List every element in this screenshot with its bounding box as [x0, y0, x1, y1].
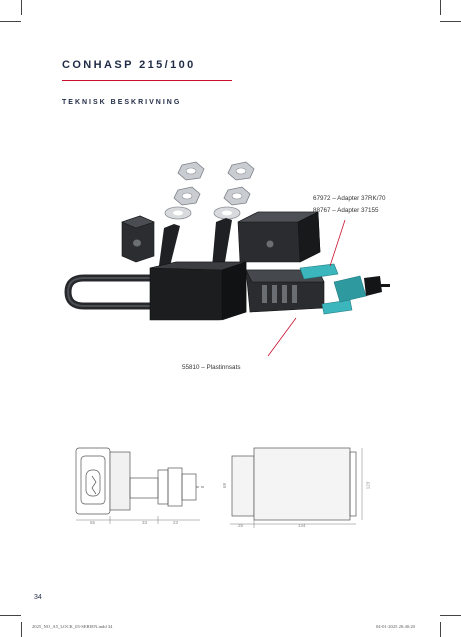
section-heading: TEKNISK BESKRIVNING [62, 99, 182, 106]
crop-mark [0, 21, 21, 22]
callout-leader [267, 317, 297, 357]
crop-mark [21, 0, 22, 15]
crop-mark [21, 622, 22, 637]
mounting-block [121, 215, 155, 263]
crop-mark [440, 0, 441, 15]
dimension-label: 33 [142, 520, 148, 525]
callout-insert: 55810 – Plastinnsats [182, 364, 241, 371]
callout-adapter-1: 67972 – Adapter 37RK/70 [313, 195, 386, 202]
adapter-icon [299, 263, 367, 315]
footer-timestamp: 04-01-2025 20:40:20 [376, 624, 415, 629]
crop-mark [440, 21, 461, 22]
dimension-label: 28 [238, 523, 244, 528]
callout-adapter-2: 88767 – Adapter 37155 [313, 207, 379, 214]
footer-file-name: 2025_NO_A5_LOCK_03-SERIEN.indd 34 [32, 624, 113, 629]
dimension-label: 123 [365, 481, 371, 490]
dimension-label: 144 [298, 523, 306, 528]
callout-leader [329, 219, 346, 267]
crop-mark [440, 615, 461, 616]
page-number: 34 [34, 594, 42, 601]
page-title: CONHASP 215/100 [62, 59, 196, 71]
dimension-label: 65 [90, 520, 96, 525]
housing-plate [237, 211, 321, 263]
crop-mark [440, 622, 441, 637]
crop-mark [0, 615, 21, 616]
title-underline [62, 80, 232, 81]
key-icon [364, 276, 390, 296]
dimension-label: 23 [173, 520, 179, 525]
dimension-label: 68 [222, 482, 228, 489]
